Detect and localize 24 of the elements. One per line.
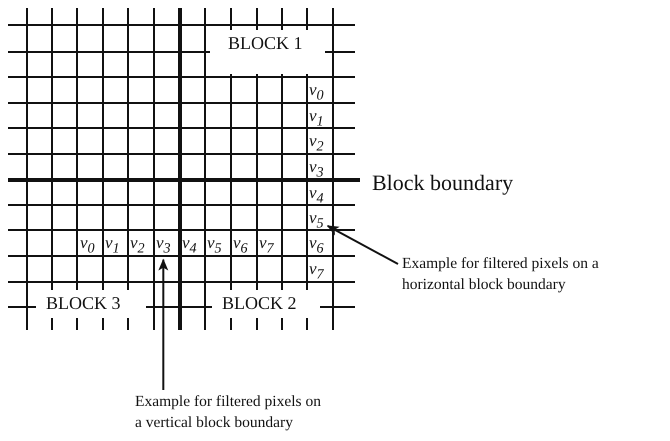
annotation-text: Example for filtered pixels on a vertical block boundary — [135, 392, 331, 434]
pixel-label: v$_{1}$ — [105, 234, 120, 256]
pixel-label: v$_{5}$ — [207, 234, 222, 256]
boundary-label: Block boundary — [372, 172, 514, 194]
pixel-label: v$_{2}$ — [130, 234, 145, 256]
pixel-label: v$_{1}$ — [309, 107, 324, 129]
pixel-label: v$_{3}$ — [156, 234, 171, 256]
pixel-label: v$_{7}$ — [309, 260, 324, 282]
pixel-label: v$_{0}$ — [309, 81, 324, 103]
pixel-label: v$_{6}$ — [233, 234, 248, 256]
block-label: BLOCK 3 — [46, 294, 121, 312]
pixel-label: v$_{4}$ — [182, 234, 197, 256]
pixel-label: v$_{3}$ — [309, 158, 324, 180]
arrow — [158, 258, 168, 390]
block-label: BLOCK 1 — [228, 34, 303, 52]
pixel-label: v$_{2}$ — [309, 132, 324, 154]
pixel-label: v$_{4}$ — [309, 184, 324, 206]
annotation-text: Example for filtered pixels on a horizontal block boundary — [402, 254, 634, 296]
block-label: BLOCK 2 — [222, 294, 297, 312]
pixel-label: v$_{5}$ — [309, 209, 324, 231]
arrow — [326, 225, 398, 265]
pixel-label: v$_{0}$ — [80, 234, 95, 256]
pixel-label: v$_{6}$ — [309, 234, 324, 256]
pixel-label: v$_{7}$ — [259, 234, 274, 256]
